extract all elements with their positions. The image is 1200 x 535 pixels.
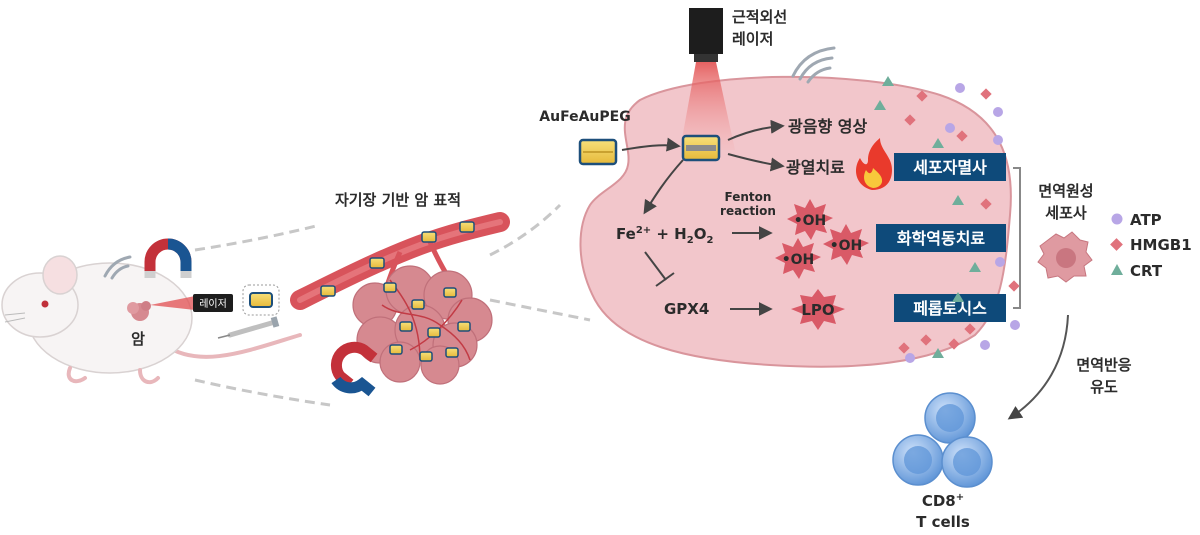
sub-2b: 2 bbox=[706, 235, 713, 246]
apoptosis-label: 세포자멸사 bbox=[913, 158, 987, 177]
legend-atp-label: ATP bbox=[1130, 211, 1162, 229]
oh-radical-1: •OH bbox=[794, 213, 827, 229]
magnet-icon bbox=[144, 238, 192, 278]
photothermal-label: 광열치료 bbox=[786, 158, 845, 177]
legend-atp-swatch bbox=[1111, 213, 1123, 225]
gpx4-label: GPX4 bbox=[664, 300, 709, 318]
tcell-cluster bbox=[892, 392, 993, 488]
zoom-lines bbox=[194, 203, 591, 407]
inhibition-line bbox=[644, 251, 675, 287]
fenton-equation: Fe2+ + H2O2 bbox=[616, 225, 713, 246]
legend-hmgb1-label: HMGB1 bbox=[1130, 236, 1192, 254]
cd8-text: CD8 bbox=[922, 492, 956, 510]
oh-radical-3: •OH bbox=[782, 252, 815, 268]
vessel-nanoparticles bbox=[320, 221, 475, 362]
tumor-mass bbox=[352, 265, 493, 385]
legend-crt-swatch bbox=[1111, 264, 1123, 275]
fenton-label-line1: Fenton bbox=[725, 190, 772, 204]
photoacoustic-label: 광음향 영상 bbox=[788, 117, 867, 136]
nir-laser-label-line2: 레이저 bbox=[732, 30, 773, 48]
fe-charge: 2+ bbox=[636, 225, 651, 236]
apoptosis-box bbox=[894, 153, 1006, 181]
tcell-label-line1: CD8+ bbox=[922, 492, 964, 510]
acoustic-waves-icon bbox=[791, 46, 836, 84]
oh-radical-2: •OH bbox=[830, 238, 863, 254]
nanoparticle-label: AuFeAuPEG bbox=[539, 109, 630, 125]
signal-waves-icon bbox=[103, 255, 132, 280]
lpo-label: LPO bbox=[801, 301, 834, 319]
immune-line2: 유도 bbox=[1090, 378, 1118, 396]
icd-title-line1: 면역원성 bbox=[1038, 182, 1093, 200]
ferroptosis-label: 페롭토시스 bbox=[913, 299, 987, 318]
nanoparticle-callout bbox=[242, 284, 280, 316]
fenton-label-line2: reaction bbox=[720, 204, 776, 218]
immune-arrow bbox=[1007, 314, 1069, 420]
legend: ATP HMGB1 CRT bbox=[1110, 211, 1192, 280]
cdt-box bbox=[876, 224, 1006, 252]
cdt-label: 화학역동치료 bbox=[897, 229, 986, 248]
bracket bbox=[1013, 167, 1021, 309]
targeting-label: 자기장 기반 암 표적 bbox=[335, 191, 461, 209]
tumor-label: 암 bbox=[131, 330, 145, 348]
immune-line1: 면역반응 bbox=[1076, 356, 1131, 374]
magnet-icon bbox=[331, 341, 378, 397]
fe-text: Fe bbox=[616, 225, 636, 243]
nanoparticle-inside bbox=[681, 134, 721, 162]
flame-icon bbox=[856, 138, 892, 190]
laser-device bbox=[150, 294, 233, 312]
nir-laser-label-line1: 근적외선 bbox=[732, 8, 787, 26]
cd8-sup: + bbox=[956, 492, 964, 503]
ferroptosis-box bbox=[894, 294, 1006, 322]
oh-radical-burst bbox=[775, 199, 869, 330]
dying-cell-icon bbox=[1037, 231, 1093, 283]
mouse-illustration bbox=[1, 255, 302, 385]
nir-laser-device bbox=[680, 8, 735, 150]
o-text: O bbox=[694, 225, 707, 243]
sub-2a: 2 bbox=[687, 235, 694, 246]
laser-tag: 레이저 bbox=[199, 298, 227, 310]
nanoparticle-outside bbox=[578, 138, 618, 166]
pathway-arrows bbox=[621, 119, 785, 316]
legend-hmgb1-swatch bbox=[1110, 238, 1123, 251]
plus-h-text: + H bbox=[651, 225, 687, 243]
icd-title-line2: 세포사 bbox=[1045, 204, 1087, 222]
syringe-icon bbox=[217, 316, 280, 339]
tcell-label-line2: T cells bbox=[916, 513, 970, 531]
legend-crt-label: CRT bbox=[1130, 262, 1163, 280]
